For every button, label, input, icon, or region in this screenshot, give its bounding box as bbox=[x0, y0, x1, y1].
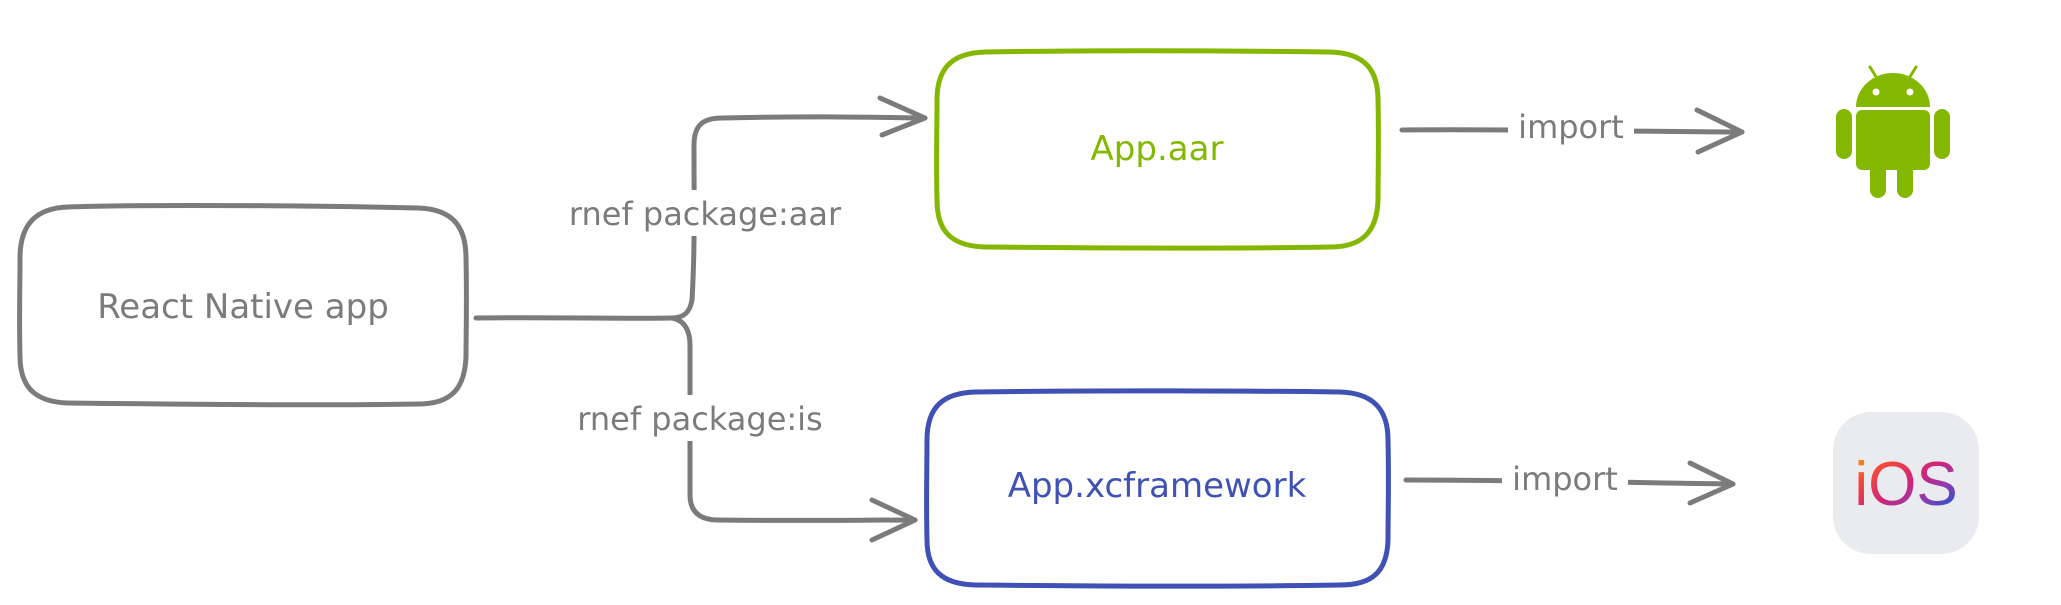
edge-label-ios-bg bbox=[548, 395, 848, 441]
edge-ios-import: import bbox=[1403, 457, 1736, 506]
edge-label-android-bg bbox=[540, 190, 870, 236]
edge-trunk bbox=[473, 297, 695, 321]
edge-android-import-label-bg bbox=[1508, 106, 1634, 152]
android-eye-right bbox=[1906, 88, 1914, 96]
android-icon bbox=[1836, 65, 1950, 198]
edge-android-import-label: import bbox=[1518, 108, 1624, 146]
node-app-xcframework-border bbox=[924, 388, 1391, 589]
edge-branch bbox=[473, 95, 928, 543]
android-eye-left bbox=[1872, 88, 1880, 96]
edge-to-android-arrowhead bbox=[877, 95, 928, 138]
android-head bbox=[1856, 73, 1930, 107]
edge-android-import-arrowhead bbox=[1694, 107, 1745, 155]
edge-ios-import-label: import bbox=[1512, 460, 1618, 498]
edge-label-ios-text: rnef package:is bbox=[577, 400, 822, 438]
node-app-aar-label: App.aar bbox=[1091, 129, 1224, 169]
node-app-xcframework[interactable]: App.xcframework bbox=[924, 388, 1391, 589]
ios-icon-text: iOS bbox=[1854, 450, 1957, 519]
edge-ios-import-arrowhead bbox=[1687, 460, 1736, 506]
node-react-native-app-border bbox=[17, 202, 469, 408]
ios-icon: iOS bbox=[1833, 412, 1979, 554]
android-arm-right bbox=[1934, 109, 1950, 159]
edge-android-import: import bbox=[1399, 106, 1745, 155]
node-app-aar-border bbox=[934, 48, 1381, 251]
node-react-native-app-label: React Native app bbox=[97, 287, 389, 327]
android-arm-left bbox=[1836, 109, 1852, 159]
android-leg-left bbox=[1870, 162, 1886, 198]
node-app-aar[interactable]: App.aar bbox=[934, 48, 1381, 251]
android-leg-right bbox=[1897, 162, 1913, 198]
node-app-xcframework-label: App.xcframework bbox=[1008, 466, 1307, 506]
ios-icon-background bbox=[1833, 412, 1979, 554]
edge-label-ios: rnef package:is bbox=[548, 395, 848, 441]
edge-to-ios-arrowhead bbox=[869, 497, 918, 543]
android-body bbox=[1856, 110, 1930, 170]
edge-ios-import-label-bg bbox=[1502, 457, 1628, 503]
node-react-native-app[interactable]: React Native app bbox=[17, 202, 469, 408]
edge-label-android-text: rnef package:aar bbox=[569, 195, 842, 233]
edge-to-ios-line bbox=[669, 315, 918, 523]
edge-label-android: rnef package:aar bbox=[540, 190, 870, 236]
